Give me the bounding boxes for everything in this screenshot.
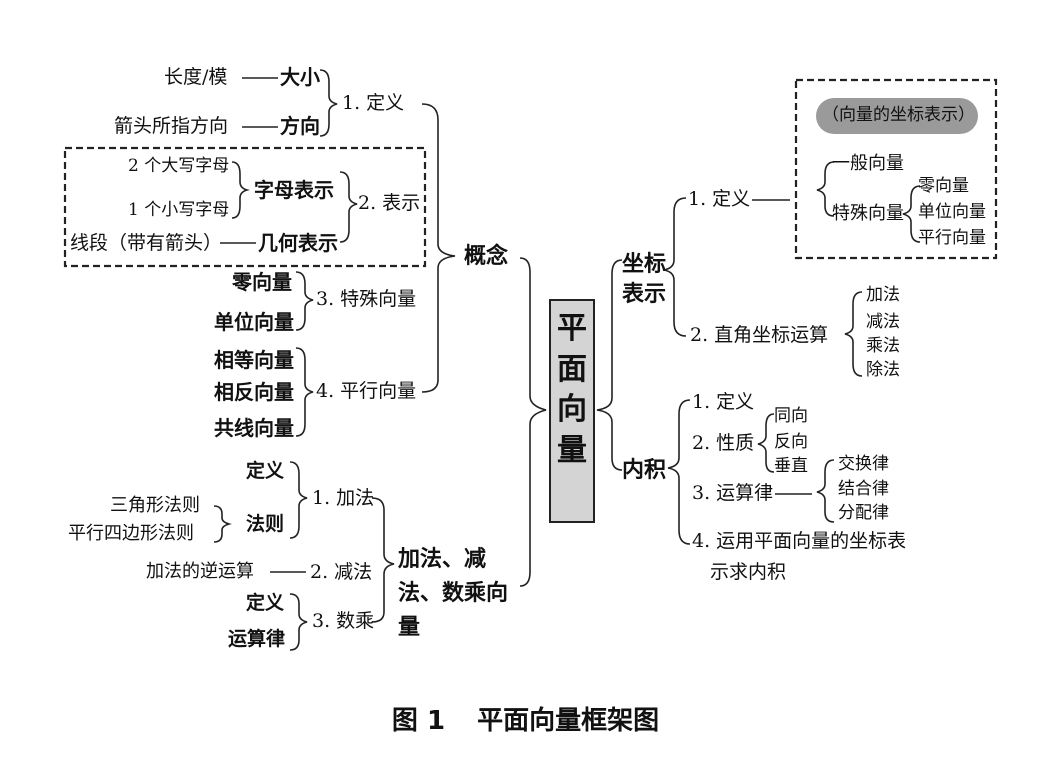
bracket-root-left (519, 257, 547, 587)
bracket-concept (421, 103, 456, 393)
equal-vectors: 相等向量 (214, 348, 294, 372)
concept-special-vectors: 3. 特殊向量 (316, 288, 417, 310)
add-rule: 法则 (246, 513, 285, 535)
inner-properties: 2. 性质 (692, 432, 755, 454)
ops-subtract: 2. 减法 (310, 561, 373, 583)
ops-multiply: 3. 数乘 (312, 610, 375, 632)
brace-arith (844, 291, 863, 377)
inner-laws: 3. 运算律 (692, 482, 774, 504)
bracket-ops (371, 497, 395, 623)
arrow-direction: 箭头所指方向 (114, 115, 229, 137)
bracket-root-right (596, 259, 623, 471)
ops-add: 1. 加法 (312, 487, 375, 509)
figure-title: 平面向量框架图 (477, 706, 660, 736)
zero-vector: 零向量 (232, 270, 292, 294)
direction-label: 方向 (280, 114, 320, 138)
commutative-law: 交换律 (838, 454, 889, 474)
mul-definition: 定义 (246, 592, 285, 614)
inner-apply-line1: 4. 运用平面向量的坐标表 (692, 530, 907, 552)
coord-multiply: 乘法 (866, 336, 900, 356)
rectangular-coord-ops: 2. 直角坐标运算 (690, 324, 829, 346)
coordinate-heading: （向量的坐标表示） (822, 105, 975, 125)
representation-dashed-box (63, 146, 427, 268)
brace-add-rules (213, 505, 232, 543)
brace-prop (757, 413, 775, 473)
add-definition: 定义 (246, 460, 285, 482)
concept-parallel-vectors: 4. 平行向量 (316, 380, 417, 402)
concept-label: 概念 (464, 243, 509, 269)
brace-special-vec (902, 185, 921, 243)
coord-add: 加法 (866, 285, 900, 305)
inner-apply-line2: 示求内积 (710, 561, 787, 583)
coordinate-label: 坐标表示 (622, 251, 667, 307)
same-direction: 同向 (774, 406, 808, 426)
root-box (549, 299, 595, 523)
special-vector: 特殊向量 (832, 203, 904, 224)
coordinate-heading-pill (816, 98, 978, 134)
brace-add (289, 461, 308, 539)
brace-law (816, 459, 835, 523)
brace-special (295, 271, 314, 331)
mul-law: 运算律 (228, 628, 286, 650)
coord-zero-vector: 零向量 (918, 176, 969, 196)
brace-representation (339, 171, 358, 243)
concept-definition: 1. 定义 (342, 92, 405, 114)
inner-definition: 1. 定义 (692, 391, 755, 413)
bracket-coord (663, 197, 687, 337)
perpendicular: 垂直 (774, 456, 808, 476)
brace-letter (231, 161, 250, 219)
brace-definition (319, 69, 338, 137)
two-uppercase: 2 个大写字母 (128, 156, 230, 176)
coordinate-definition-dashed-box (794, 78, 998, 260)
collinear-vectors: 共线向量 (214, 416, 294, 440)
root-title: 平面向量 (557, 311, 587, 468)
line-segment: 线段（带有箭头） (70, 232, 223, 254)
brace-coord-def (816, 161, 835, 217)
unit-vector: 单位向量 (214, 310, 294, 334)
coord-unit-vector: 单位向量 (918, 202, 986, 222)
figure-caption: 图 1 平面向量框架图 (0, 700, 1051, 737)
brace-mul (289, 593, 308, 651)
opposite-vectors: 相反向量 (214, 380, 294, 404)
general-vector: 一般向量 (832, 153, 904, 174)
size-label: 大小 (280, 65, 320, 89)
inverse-of-addition: 加法的逆运算 (146, 561, 254, 582)
figure-number: 图 1 (391, 706, 446, 736)
distributive-law: 分配律 (838, 503, 889, 523)
coord-subtract: 减法 (866, 312, 900, 332)
ops-label: 加法、减法、数乘向量 (398, 546, 509, 641)
coord-divide: 除法 (866, 360, 900, 380)
triangle-rule: 三角形法则 (110, 495, 200, 516)
letter-representation: 字母表示 (254, 178, 334, 202)
parallelogram-rule: 平行四边形法则 (68, 523, 194, 544)
length-modulus: 长度/模 (164, 66, 228, 88)
geometric-representation: 几何表示 (258, 231, 338, 255)
coord-parallel-vector: 平行向量 (918, 228, 986, 248)
brace-parallel (295, 347, 314, 437)
one-lowercase: 1 个小写字母 (128, 200, 230, 220)
associative-law: 结合律 (838, 479, 889, 499)
coordinate-definition: 1. 定义 (688, 188, 751, 210)
inner-product-label: 内积 (622, 457, 667, 483)
concept-representation: 2. 表示 (358, 192, 421, 214)
bracket-inner (667, 399, 691, 545)
reverse-direction: 反向 (774, 432, 808, 452)
